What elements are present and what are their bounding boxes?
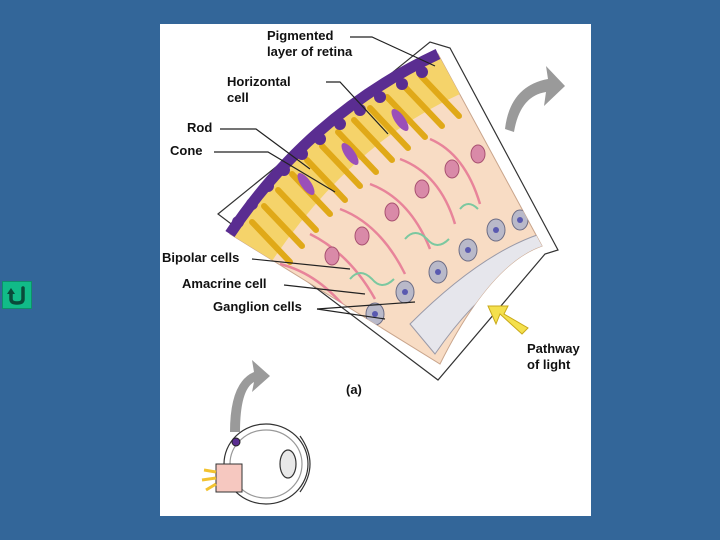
label-ganglion-cells: Ganglion cells [213, 299, 302, 314]
label-amacrine-cell: Amacrine cell [182, 276, 267, 291]
label-cone: Cone [170, 143, 203, 158]
layer-bracket [217, 41, 559, 381]
retina-figure: Pigmented layer of retina Horizontal cel… [160, 24, 591, 516]
curved-arrow-bottom [230, 360, 270, 432]
eye-cross-section [223, 423, 311, 505]
label-rod: Rod [187, 120, 213, 135]
curved-arrow-top [505, 66, 565, 132]
u-turn-arrow-icon [7, 286, 25, 305]
magnified-area-marker [215, 463, 243, 493]
label-pathway-of-light: Pathway of light [527, 341, 580, 372]
label-pigmented-layer: Pigmented layer of retina [267, 28, 353, 59]
light-pathway-arrow [487, 305, 529, 335]
label-bipolar-cells: Bipolar cells [162, 250, 240, 265]
back-button[interactable] [2, 281, 32, 309]
panel-label: (a) [346, 382, 362, 397]
photoreceptor-layer [230, 54, 460, 264]
label-horizontal-cell: Horizontal cell [227, 74, 291, 105]
retina-illustration [201, 36, 565, 505]
